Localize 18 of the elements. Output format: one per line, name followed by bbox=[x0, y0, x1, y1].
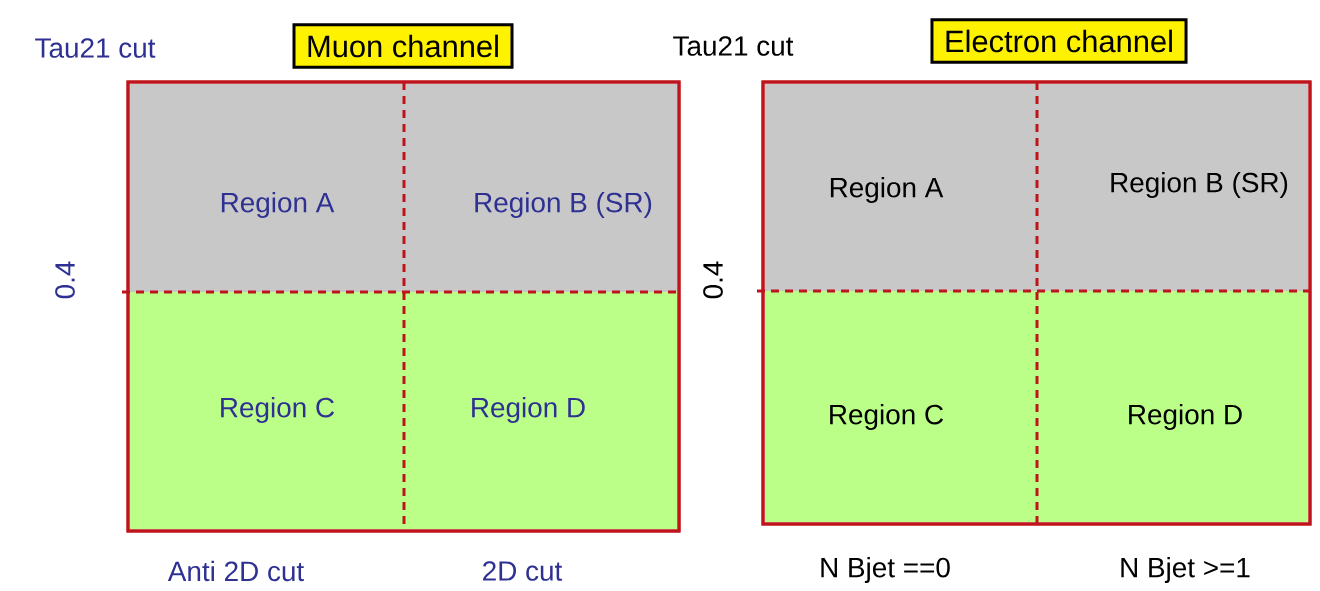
axis-label: Anti 2D cut bbox=[167, 560, 304, 582]
axis-label: 2D cut bbox=[483, 561, 563, 581]
title-box: Electron channel bbox=[930, 18, 1188, 64]
axis-value: 0.4 bbox=[55, 261, 75, 299]
region-cell: Region B (SR) bbox=[475, 192, 652, 218]
axis-label: Tau21 cut bbox=[35, 38, 156, 58]
region-cell: Region D bbox=[1129, 404, 1242, 430]
axis-label: Tau21 cut bbox=[673, 36, 794, 56]
axis-value: 0.4 bbox=[703, 261, 723, 299]
region-cell: Region B (SR) bbox=[1111, 172, 1288, 198]
axis-label: N Bjet >=1 bbox=[1121, 557, 1250, 583]
region-cell: Region A bbox=[830, 177, 944, 203]
region-cell: Region C bbox=[221, 397, 335, 423]
region-cell: Region C bbox=[830, 404, 944, 430]
title-box: Muon channel bbox=[292, 23, 514, 69]
region-cell: Region A bbox=[221, 192, 335, 218]
region-cell: Region D bbox=[472, 397, 585, 423]
axis-label: N Bjet ==0 bbox=[821, 557, 950, 583]
